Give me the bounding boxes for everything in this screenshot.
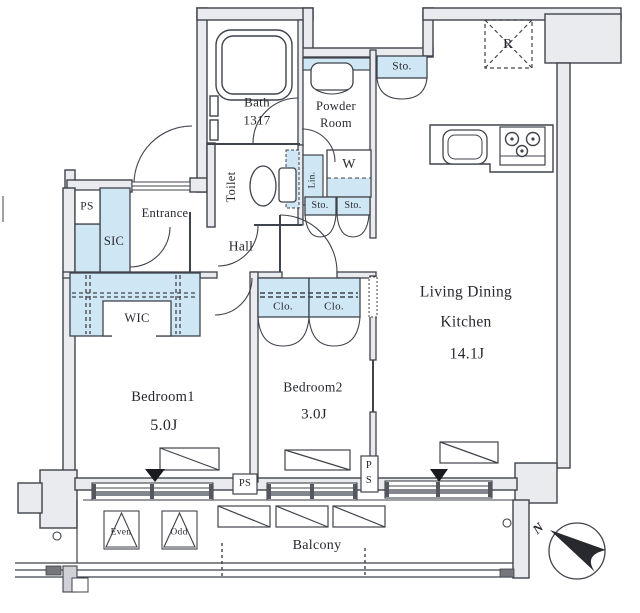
evacuation-hatches [103,510,198,550]
toilet-fixture [249,149,300,209]
powder-room-sink [302,57,371,95]
bedroom2-label: Bedroom2 [283,379,343,395]
sto-hall-right-label: Sto. [344,200,362,211]
balcony-ac-1 [217,505,271,528]
washer-label: W [342,157,356,172]
refrigerator-label: R [503,37,513,52]
ldk-label-1: Living Dining [419,283,513,301]
odd-hatch-label: Odd [170,527,188,538]
kitchen-counter [429,124,554,173]
bedroom2-window [266,482,358,501]
door-arcs [129,97,338,316]
powder-room-label-2: Room [320,115,352,130]
hall-ldk-door-arc [279,214,338,273]
wic-label: WIC [124,310,150,325]
closet-left-label: Clo. [273,300,293,313]
balcony-ac-2 [275,505,329,528]
window-marker-triangle [145,469,165,482]
sic-label: SIC [103,233,125,248]
window-marker-triangle [430,469,448,482]
thin-wall-lines [189,143,374,412]
bathtub [209,29,293,141]
bedroom1-ac [159,447,220,471]
even-hatch-label: Even [110,527,132,538]
compass [548,522,606,580]
ps-entrance-label: PS [80,200,94,213]
balcony-label: Balcony [292,538,342,553]
closet-hanger-lines [260,292,358,298]
sic-door-arc [129,226,171,268]
entrance-door-arc [133,125,193,185]
balcony-structure [15,499,515,593]
sto-hall-left-label: Sto. [311,200,329,211]
ps-ldk-label-s: S [365,474,373,486]
ps-ldk-label-p: P [365,459,373,471]
bedroom1-label: Bedroom1 [131,388,195,405]
powder-room-door-arc [301,128,336,163]
bath-size: 1317 [243,112,271,128]
windows [91,469,493,501]
closet-right-label: Clo. [324,300,344,313]
kitchen-sink [442,129,488,165]
ldk-label-2: Kitchen [440,313,492,331]
sto-powder-label: Sto. [392,60,412,73]
bifold-door-arcs [257,77,428,347]
ldk-ac [439,441,499,464]
bedroom1-window [91,482,214,501]
toilet-label: Toilet [223,171,238,203]
powder-room-label-1: Powder [316,98,356,113]
bedroom2-ac [284,449,351,471]
entrance-threshold [131,181,191,191]
north-arrow [550,530,606,572]
toilet-door-arc [217,225,259,267]
linen-washer [302,149,372,206]
refrigerator-space [484,19,533,69]
balcony-railing [15,562,513,578]
bedroom2-size: 3.0J [301,406,327,423]
pipe-shaft-boxes [232,455,379,495]
hall-label: Hall [228,238,254,254]
sic-block [74,187,131,273]
bedroom1-door-arc [214,277,253,316]
bath-door-arc [252,97,299,144]
doorframe-hatch [368,276,378,318]
stove [499,126,546,166]
ac-units [159,441,499,528]
ldk-window [384,480,493,499]
ldk-size: 14.1J [449,345,485,363]
bedroom1-size: 5.0J [150,417,178,434]
balcony-partitions [221,543,366,577]
wic-block [69,272,201,338]
entrance-label: Entrance [141,205,189,220]
linen-label: Lin. [307,171,318,189]
ps-bedroom-label: PS [238,477,252,489]
ps-entrance-box [74,189,101,225]
balcony-drain [502,518,512,528]
bath-label: Bath [244,94,270,110]
balcony-drain [52,531,62,541]
balcony-ac-3 [332,505,386,528]
